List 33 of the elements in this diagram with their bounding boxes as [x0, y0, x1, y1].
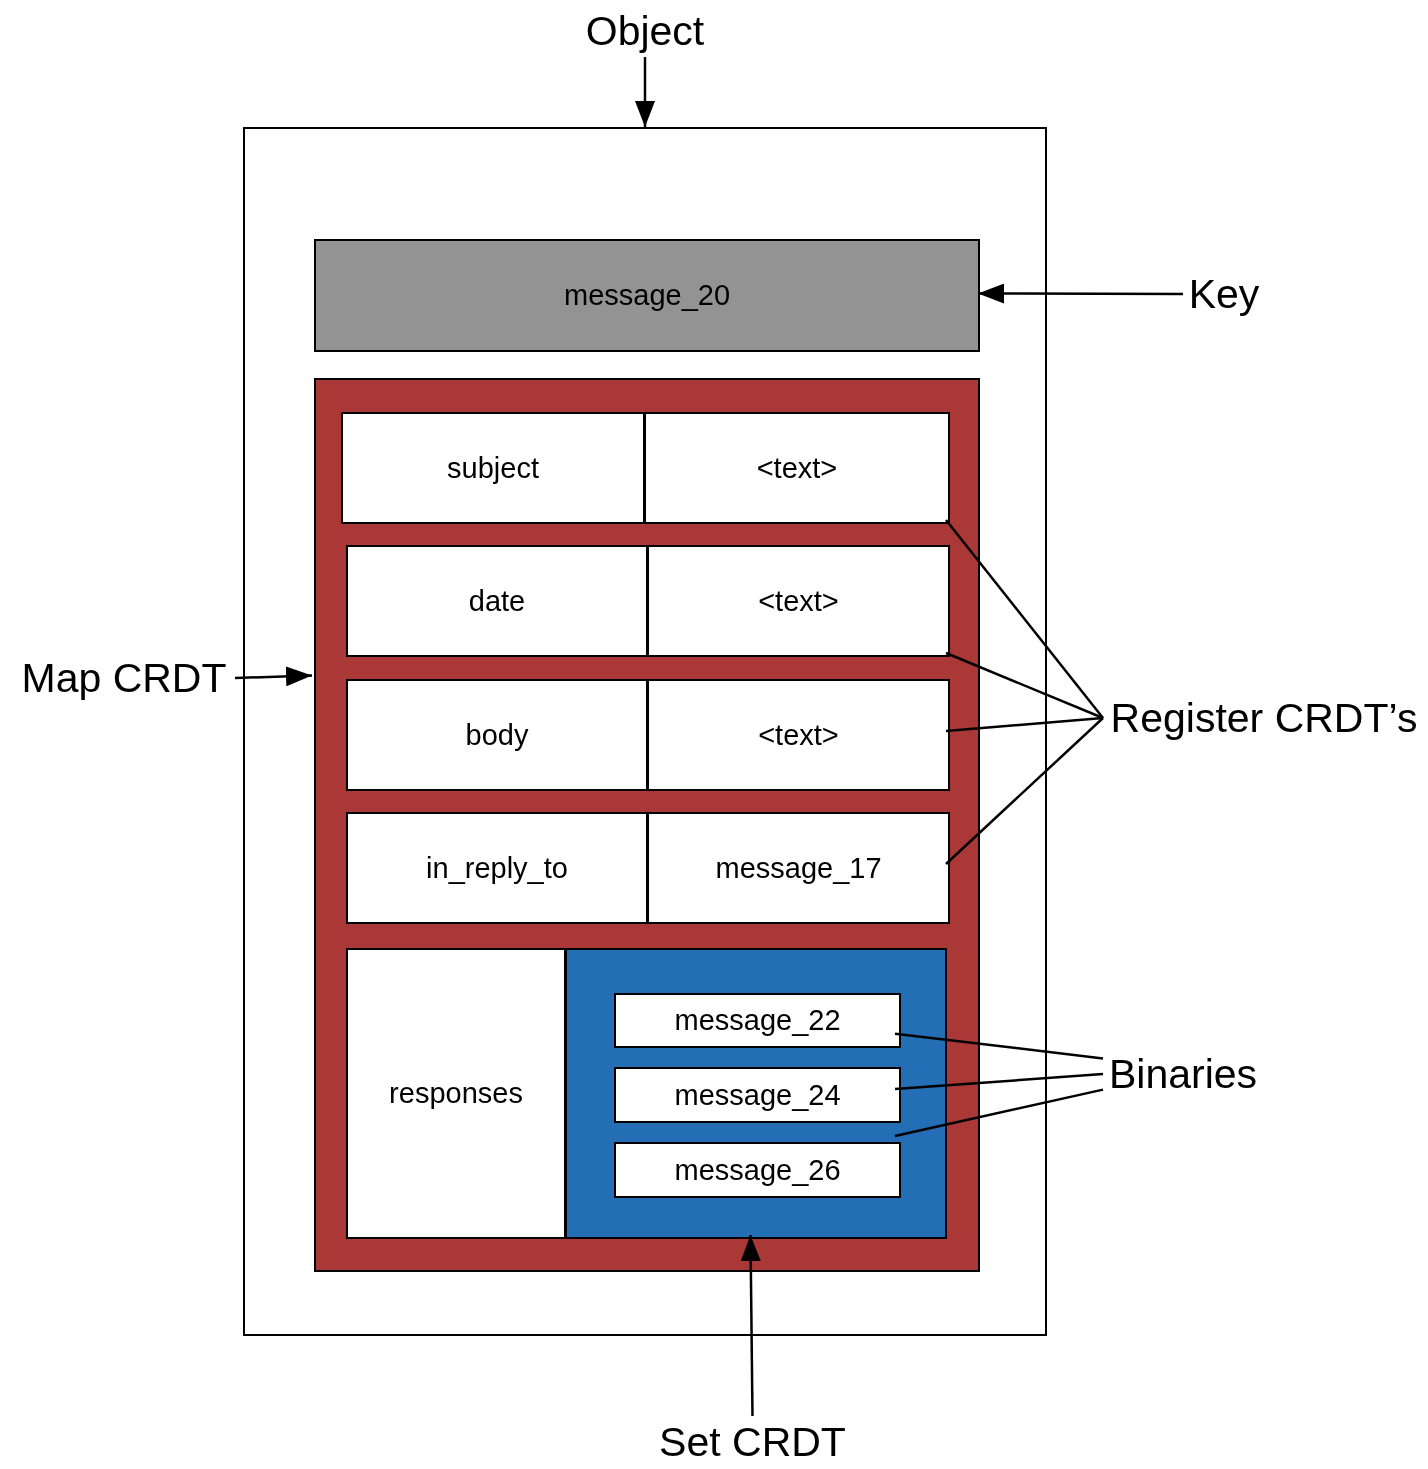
leader-line	[945, 716, 1104, 733]
leader-line	[894, 1088, 1104, 1138]
binary-box: message_24	[614, 1067, 901, 1123]
callout-label: Register CRDT’s	[1103, 692, 1425, 744]
value-cell: <text>	[647, 545, 950, 657]
leader-line	[945, 519, 1104, 719]
callout-label: Map CRDT	[13, 652, 235, 704]
set-box	[565, 948, 947, 1239]
arrow	[234, 666, 313, 687]
value-cell: <text>	[647, 679, 950, 791]
field-cell: body	[346, 679, 648, 791]
field-cell: date	[346, 545, 648, 657]
binary-box: message_22	[614, 993, 901, 1048]
value-cell: <text>	[644, 412, 950, 524]
field-cell: responses	[346, 948, 566, 1239]
leader-line	[945, 651, 1104, 720]
leader-line	[945, 717, 1104, 865]
leader-line	[894, 1032, 1104, 1060]
callout-label: Key	[1183, 268, 1265, 320]
object-box	[243, 127, 1047, 1336]
callout-label: Binaries	[1103, 1048, 1263, 1100]
callout-label: Set CRDT	[650, 1416, 855, 1468]
arrow	[740, 1235, 761, 1416]
binary-box: message_26	[614, 1142, 901, 1198]
key-box: message_20	[314, 239, 980, 352]
arrow	[978, 283, 1183, 304]
map-box	[314, 378, 980, 1272]
leader-line	[894, 1072, 1104, 1091]
field-cell: in_reply_to	[346, 812, 648, 924]
object-label: Object	[578, 5, 712, 57]
field-cell: subject	[341, 412, 645, 524]
arrow	[635, 57, 655, 127]
value-cell: message_17	[647, 812, 950, 924]
